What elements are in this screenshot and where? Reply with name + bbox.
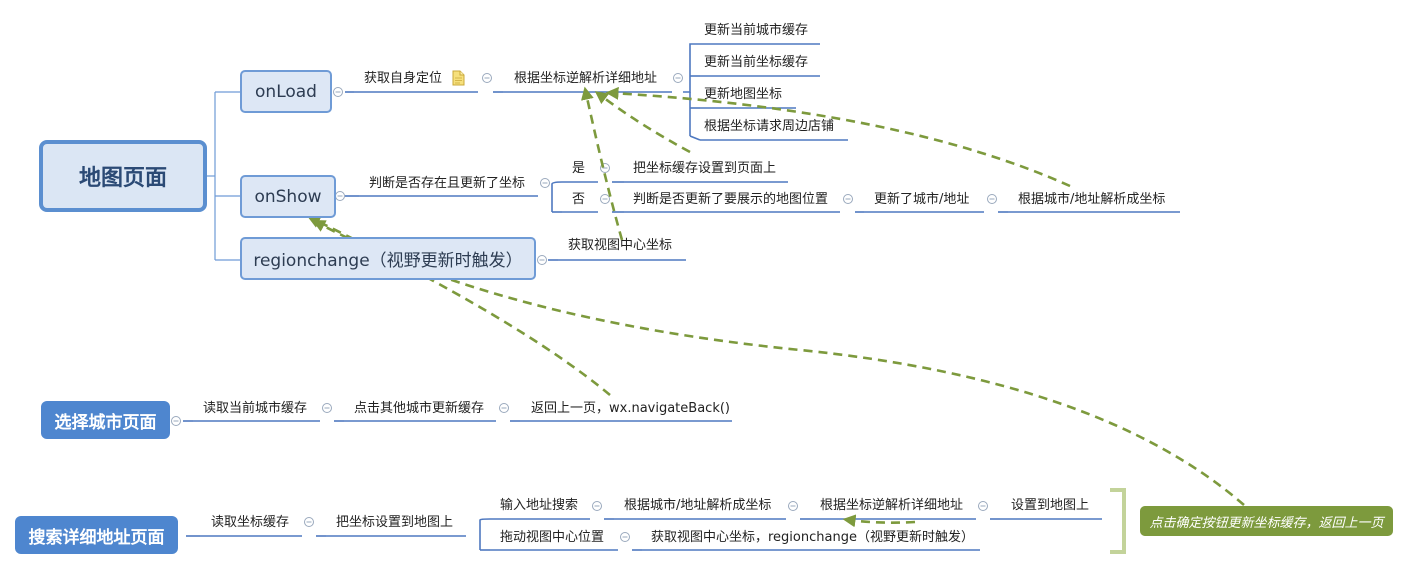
label-search-geocode[interactable]: 根据城市/地址解析成坐标 (624, 498, 772, 513)
label-get-view-center[interactable]: 获取视图中心坐标 (568, 238, 673, 253)
arrow-center-search-to-reverse (842, 514, 916, 528)
label-read-coord-cache[interactable]: 读取坐标缓存 (211, 515, 290, 530)
label-set-coord-to-page[interactable]: 把坐标缓存设置到页面上 (633, 161, 777, 176)
label-click-other-city[interactable]: 点击其他城市更新缓存 (354, 401, 485, 416)
search-page-lines (186, 518, 1102, 551)
label-input-search[interactable]: 输入地址搜索 (500, 498, 579, 513)
label-navigate-back[interactable]: 返回上一页，wx.navigateBack() (531, 401, 730, 416)
label-set-coord-to-map[interactable]: 把坐标设置到地图上 (336, 515, 454, 530)
onshow-node[interactable]: onShow (240, 175, 336, 218)
document-icon (452, 70, 465, 86)
label-yes[interactable]: 是 (572, 161, 586, 176)
arrow-geocode-to-reverse (605, 86, 1071, 188)
label-geocode-city[interactable]: 根据城市/地址解析成坐标 (1018, 192, 1166, 207)
map-page-node[interactable]: 地图页面 (39, 140, 207, 212)
label-drag-center[interactable]: 拖动视图中心位置 (500, 530, 605, 545)
arrow-note-to-onshow (312, 219, 1245, 506)
label-request-nearby-shops[interactable]: 根据坐标请求周边店铺 (704, 119, 835, 134)
label-check-map-position[interactable]: 判断是否更新了要展示的地图位置 (633, 192, 829, 207)
search-page-node[interactable]: 搜索详细地址页面 (15, 516, 178, 554)
label-update-coord-cache[interactable]: 更新当前坐标缓存 (704, 55, 809, 70)
label-read-city-cache[interactable]: 读取当前城市缓存 (203, 401, 308, 416)
main-connectors (206, 91, 240, 261)
label-search-get-center[interactable]: 获取视图中心坐标，regionchange（视野更新时触发） (651, 530, 974, 545)
city-page-node[interactable]: 选择城市页面 (41, 401, 170, 439)
label-update-city-cache[interactable]: 更新当前城市缓存 (704, 23, 809, 38)
label-get-location[interactable]: 获取自身定位 (364, 71, 443, 86)
label-city-updated[interactable]: 更新了城市/地址 (874, 192, 970, 207)
collapse-toggles (171, 73, 997, 542)
collapse-toggle-dashes (173, 77, 995, 538)
onload-node[interactable]: onLoad (240, 70, 332, 113)
onshow-branch-lines (345, 181, 1180, 213)
label-update-map-coord[interactable]: 更新地图坐标 (704, 87, 783, 102)
label-set-map[interactable]: 设置到地图上 (1011, 498, 1090, 513)
relation-arrows (307, 86, 1245, 528)
summary-note[interactable]: 点击确定按钮更新坐标缓存，返回上一页 (1140, 506, 1393, 536)
label-no[interactable]: 否 (572, 192, 586, 207)
arrow-results-to-reverse (594, 91, 691, 154)
label-check-coord[interactable]: 判断是否存在且更新了坐标 (369, 176, 526, 191)
label-search-reverse-geocode[interactable]: 根据坐标逆解析详细地址 (820, 498, 964, 513)
arrow-center-to-reverse (581, 86, 624, 241)
label-reverse-geocode[interactable]: 根据坐标逆解析详细地址 (514, 71, 658, 86)
regionchange-node[interactable]: regionchange（视野更新时触发） (240, 237, 536, 280)
search-summary-bracket (1110, 488, 1126, 554)
